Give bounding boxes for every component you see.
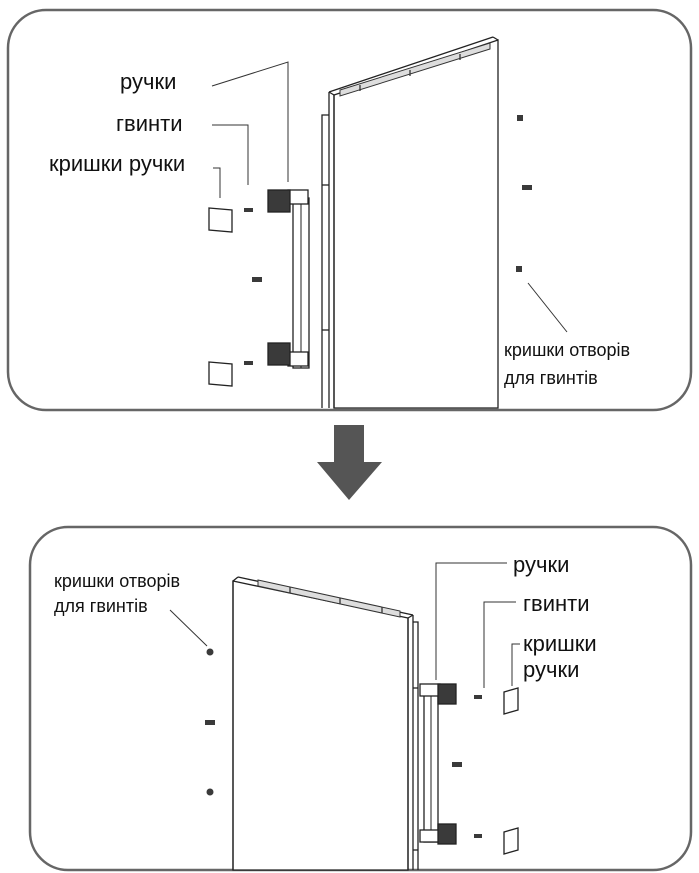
top-door	[321, 36, 499, 409]
bottom-label-handle-covers-1: кришки	[523, 631, 597, 656]
bottom-panel: кришки отворів для гвинтів ручки гвинти …	[28, 525, 693, 872]
top-leader-lines	[211, 61, 568, 333]
top-label-screw-hole-covers-1: кришки отворів	[504, 340, 630, 360]
top-label-screw-hole-covers-2: для гвинтів	[504, 368, 598, 388]
bottom-label-screw-hole-covers-2: для гвинтів	[54, 596, 148, 616]
bottom-label-handles: ручки	[513, 552, 569, 577]
bottom-door	[232, 576, 419, 871]
bottom-label-screws: гвинти	[523, 591, 590, 616]
top-screws	[244, 115, 532, 365]
bottom-handle	[419, 683, 457, 845]
top-label-handles: ручки	[120, 69, 176, 94]
bottom-screws	[205, 648, 482, 838]
top-label-screws: гвинти	[116, 111, 183, 136]
top-handle	[267, 189, 310, 369]
bottom-handle-covers	[503, 687, 519, 855]
bottom-label-screw-hole-covers-1: кришки отворів	[54, 571, 180, 591]
top-label-handle-covers: кришки ручки	[49, 151, 185, 176]
bottom-leader-lines	[169, 562, 520, 688]
top-panel: ручки гвинти кришки ручки кришки отворів…	[6, 8, 693, 412]
top-handle-covers	[208, 207, 233, 387]
bottom-label-handle-covers-2: ручки	[523, 657, 579, 682]
down-arrow-icon	[317, 425, 382, 500]
